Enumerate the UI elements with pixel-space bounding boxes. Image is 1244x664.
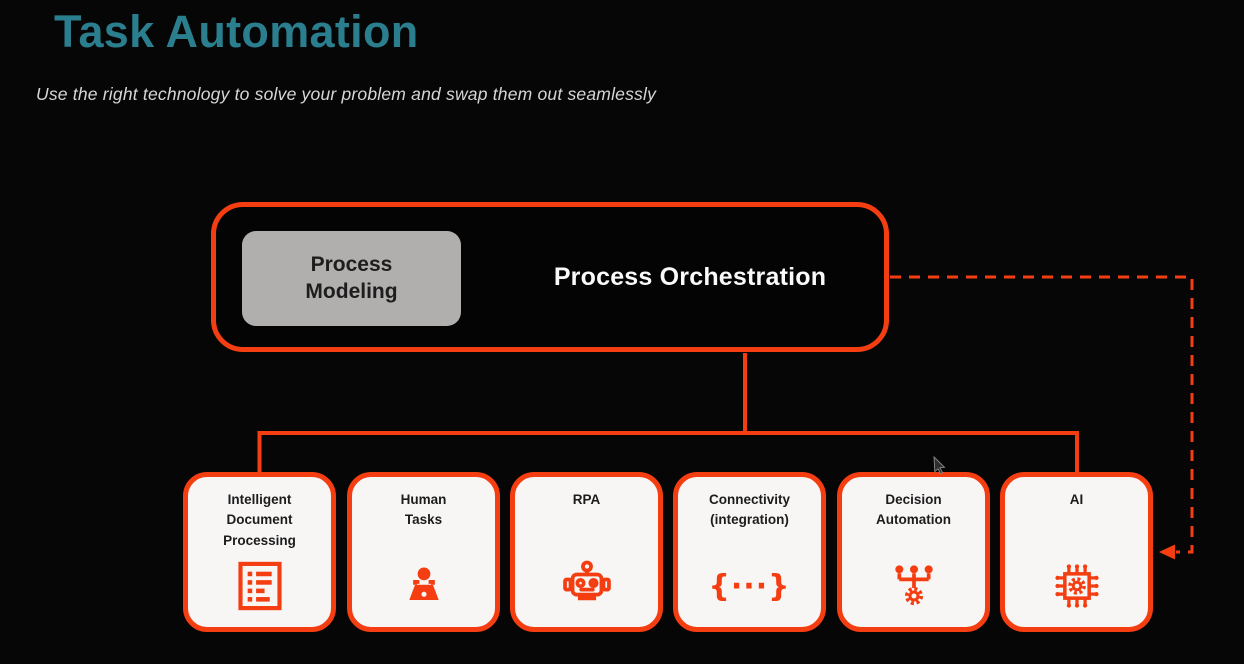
child-box-label: AI [1069,492,1084,507]
child-box-label: Intelligent Document Processing [223,492,296,548]
child-box-decision-automation: Decision Automation [837,472,990,632]
process-orchestration-box: Process Modeling Process Orchestration [211,202,889,352]
page-subtitle: Use the right technology to solve your p… [36,84,657,104]
robot-icon [515,557,658,615]
child-box-label: Connectivity (integration) [708,492,790,528]
child-box-label: RPA [572,492,601,507]
process-orchestration-label: Process Orchestration [553,262,827,291]
child-box-intelligent-document-processing: Intelligent Document Processing [183,472,336,632]
page-title: Task Automation [54,6,419,57]
document-list-icon [188,557,331,615]
arrowhead [1159,544,1175,560]
braces-glyph: {···} [708,568,791,604]
decision-tree-icon [842,557,985,615]
mouse-cursor [933,456,946,474]
child-box-human-tasks: Human Tasks [347,472,500,632]
process-modeling-box: Process Modeling [242,231,461,326]
ai-chip-icon [1005,557,1148,615]
solid-connector [257,353,1079,473]
child-box-rpa: RPA [510,472,663,632]
child-box-ai: AI [1000,472,1153,632]
child-box-label: Human Tasks [400,492,447,528]
code-braces-icon: {···} [678,557,821,615]
person-laptop-icon [352,557,495,615]
child-box-label: Decision Automation [876,492,951,528]
child-box-connectivity: Connectivity (integration) {···} [673,472,826,632]
